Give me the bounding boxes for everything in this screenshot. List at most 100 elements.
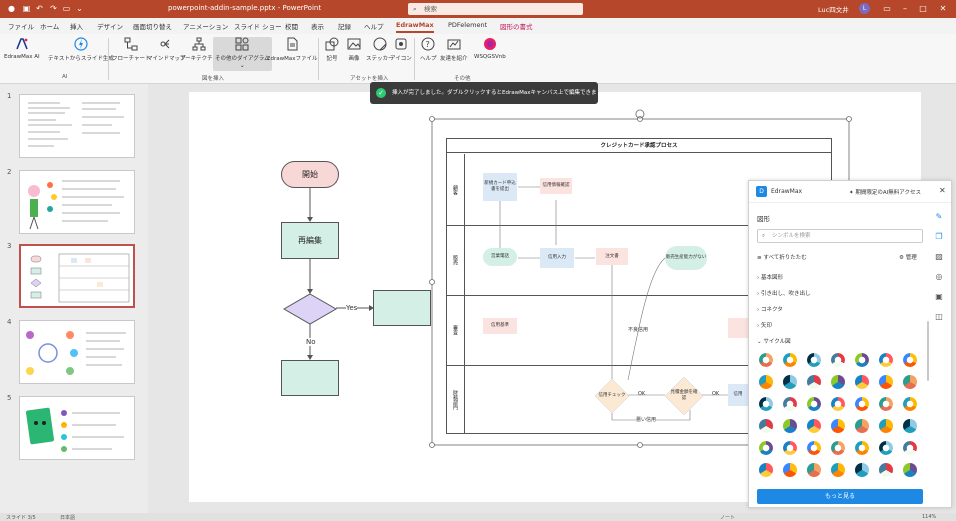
tab-animations[interactable]: アニメーション [183,23,229,31]
help-button[interactable]: ? ヘルプ [420,37,437,62]
minimize-icon[interactable]: – [903,4,907,13]
architecture-button[interactable]: アーキテクチャ [180,37,218,62]
cycle-shape-thumbnail[interactable] [855,463,869,477]
tab-insert[interactable]: 挿入 [70,23,83,31]
cycle-shape-thumbnail[interactable] [759,397,773,411]
category-cycle[interactable]: ⌄ サイクル図 [757,339,791,345]
icon-button[interactable]: アイコン [390,37,412,62]
swimlane-decision[interactable] [594,378,630,414]
template-icon[interactable]: ◫ [935,312,943,321]
cycle-shape-thumbnail[interactable] [807,419,821,433]
cycle-shape-thumbnail[interactable] [783,397,797,411]
swimlane-box[interactable]: 信用入力 [540,248,574,268]
cycle-shape-thumbnail[interactable] [783,375,797,389]
redo-icon[interactable]: ↷ [50,4,57,13]
swimlane-box[interactable]: 信用 [728,384,748,406]
cycle-shape-thumbnail[interactable] [855,419,869,433]
cycle-shape-thumbnail[interactable] [903,397,917,411]
tab-file[interactable]: ファイル [8,23,34,31]
cycle-shape-thumbnail[interactable] [759,375,773,389]
swimlane-box[interactable]: 営業電話 [483,248,517,266]
user-name[interactable]: Luc四文井 [818,6,849,14]
cycle-shape-thumbnail[interactable] [903,353,917,367]
cycle-shape-thumbnail[interactable] [879,397,893,411]
tab-pdfelement[interactable]: PDFelement [448,21,488,29]
collapse-all-button[interactable]: ≡ すべて折りたたむ [757,255,807,261]
cycle-shape-thumbnail[interactable] [903,419,917,433]
cycle-shape-thumbnail[interactable] [831,419,845,433]
ai-promo-link[interactable]: ✦ 期間限定のAI無料アクセス [849,190,921,196]
flowchart-reedit-node[interactable]: 再編集 [281,222,339,259]
swimlane-box[interactable]: 信用情報確認 [540,178,572,194]
other-diagram-button[interactable]: その他のダイアグラム ⌄ [213,37,272,71]
flowchart-yes-node[interactable] [373,290,431,326]
cycle-shape-thumbnail[interactable] [759,463,773,477]
flowchart-decision-node[interactable] [283,293,337,325]
swimlane-box[interactable]: 新規カード申込書を提出 [483,173,517,201]
slideshow-icon[interactable]: ▭ [62,4,71,13]
tab-review[interactable]: 校閲 [285,23,298,31]
sticker-button[interactable]: ステッカー [366,37,394,62]
maximize-icon[interactable]: □ [919,4,927,13]
panel-scrollbar[interactable] [927,321,929,381]
tab-view[interactable]: 表示 [311,23,324,31]
swimlane-decision[interactable] [664,376,704,416]
panel-close-icon[interactable]: ✕ [939,186,946,195]
cycle-shape-thumbnail[interactable] [807,463,821,477]
tab-edrawmax[interactable]: EdrawMax [396,21,434,33]
cycle-shape-thumbnail[interactable] [879,441,893,455]
tab-shape-format[interactable]: 図形の書式 [500,23,533,31]
cycle-shape-thumbnail[interactable] [831,463,845,477]
shapes-icon[interactable]: ❐ [935,232,943,241]
cycle-shape-thumbnail[interactable] [783,353,797,367]
slide-thumbnail-5[interactable] [19,396,135,460]
cycle-shape-thumbnail[interactable] [831,397,845,411]
search-input[interactable]: ⌕ 検索 [408,3,583,15]
flowchart-no-node[interactable] [281,360,339,396]
slide-thumbnail-3[interactable] [19,244,135,308]
customize-icon[interactable]: ⌄ [76,4,83,13]
cycle-shape-thumbnail[interactable] [759,419,773,433]
cycle-shape-thumbnail[interactable] [807,441,821,455]
ai-icon[interactable]: ✎ [935,212,943,221]
ribbon-display-icon[interactable]: ▭ [883,4,891,13]
tab-record[interactable]: 記録 [338,23,351,31]
swimlane-box[interactable] [728,318,748,338]
palette-icon[interactable]: ◎ [935,272,943,281]
tab-design[interactable]: デザイン [97,23,123,31]
invite-friend-button[interactable]: 友達を紹介 [440,37,468,62]
cycle-shape-thumbnail[interactable] [879,463,893,477]
slide-thumbnail-2[interactable] [19,170,135,234]
wsq-button[interactable]: WSQGSVnb [474,37,506,60]
avatar[interactable]: L [859,3,870,14]
swimlane-box[interactable]: 販売生産能力がない [665,246,707,270]
frame-icon[interactable]: ▣ [935,292,943,301]
cycle-shape-thumbnail[interactable] [783,463,797,477]
category-callout[interactable]: › 引き出し、吹き出し [757,291,811,297]
tab-home[interactable]: ホーム [40,23,60,31]
edrawmax-file-button[interactable]: EdrawMaxファイル [267,37,317,62]
notes-button[interactable]: ノート [720,515,736,521]
cycle-shape-thumbnail[interactable] [903,463,917,477]
swimlane-box[interactable]: 注文書 [596,248,628,265]
cycle-shape-thumbnail[interactable] [855,375,869,389]
autosave-icon[interactable]: ● [8,4,15,13]
cycle-shape-thumbnail[interactable] [807,375,821,389]
cycle-shape-thumbnail[interactable] [831,375,845,389]
category-arrow[interactable]: › 矢印 [757,323,772,329]
zoom-level[interactable]: 114% [922,514,937,520]
manage-button[interactable]: ⚙ 管理 [899,255,917,261]
cycle-shape-thumbnail[interactable] [783,441,797,455]
cycle-shape-thumbnail[interactable] [879,419,893,433]
cycle-shape-thumbnail[interactable] [807,353,821,367]
cycle-shape-thumbnail[interactable] [759,353,773,367]
swimlane-box[interactable]: 信用基準 [483,318,517,334]
flowchart-button[interactable]: フローチャート [112,37,150,62]
category-basic[interactable]: › 基本図形 [757,275,783,281]
cycle-shape-thumbnail[interactable] [831,353,845,367]
language-indicator[interactable]: 日本語 [60,515,76,521]
slide-thumbnail-4[interactable] [19,320,135,384]
cycle-shape-thumbnail[interactable] [831,441,845,455]
save-icon[interactable]: ▣ [22,4,31,13]
cycle-shape-thumbnail[interactable] [903,441,917,455]
